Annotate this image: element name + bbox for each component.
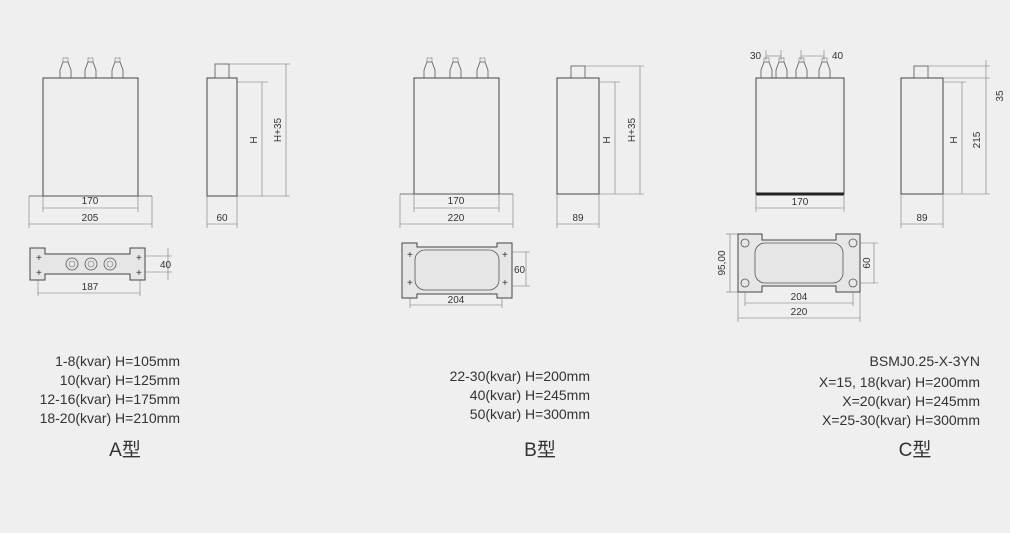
- type-b-width-inner: 170: [448, 196, 465, 207]
- terminal: [818, 57, 831, 78]
- type-a-width-inner: 170: [82, 196, 99, 207]
- type-a-dim-h: H: [249, 136, 260, 143]
- spec-line: 40(kvar) H=245mm: [470, 387, 590, 403]
- type-b-dim-h: H: [602, 136, 613, 143]
- terminal: [476, 57, 489, 78]
- svg-text:+: +: [502, 250, 508, 261]
- spec-line: 22-30(kvar) H=200mm: [450, 368, 590, 384]
- type-b-base-height: 60: [514, 265, 526, 276]
- type-c-base-depth: 95,00: [717, 250, 728, 275]
- type-c-model: BSMJ0.25-X-3YN: [870, 353, 980, 369]
- terminal: [84, 57, 97, 78]
- type-b-width-outer: 220: [448, 213, 465, 224]
- type-b-dim-h35: H+35: [627, 117, 638, 142]
- svg-text:+: +: [136, 253, 142, 264]
- type-c-base-inner: 204: [791, 292, 808, 303]
- terminal: [423, 57, 436, 78]
- spec-line: 50(kvar) H=300mm: [470, 406, 590, 422]
- type-a-side-width: 60: [216, 213, 228, 224]
- type-b-side-width: 89: [572, 213, 584, 224]
- spec-line: 12-16(kvar) H=175mm: [40, 391, 180, 407]
- type-a-base-height: 40: [160, 260, 172, 271]
- type-b-side-view: H H+35 89: [556, 65, 644, 228]
- type-c-dim-h: H: [949, 136, 960, 143]
- terminal: [795, 57, 808, 78]
- type-c-base-plate: 95,00 60 204 220: [717, 233, 878, 322]
- type-b-specs: 22-30(kvar) H=200mm 40(kvar) H=245mm 50(…: [450, 368, 590, 461]
- terminal: [760, 57, 773, 78]
- type-c-base-height: 60: [862, 257, 873, 269]
- svg-text:+: +: [36, 253, 42, 264]
- type-a-label: A型: [109, 439, 141, 461]
- spec-line: X=25-30(kvar) H=300mm: [822, 412, 980, 428]
- svg-text:+: +: [136, 268, 142, 279]
- svg-text:+: +: [407, 278, 413, 289]
- type-a-side-view: H H+35 60: [206, 63, 290, 228]
- type-c-front-width: 170: [792, 197, 809, 208]
- spec-line: 18-20(kvar) H=210mm: [40, 410, 180, 426]
- type-b-base-plate: + + + + 60 204: [401, 242, 530, 308]
- type-c-dim-35: 35: [995, 90, 1006, 102]
- svg-text:+: +: [407, 250, 413, 261]
- type-a-width-outer: 205: [82, 213, 99, 224]
- terminal: [775, 57, 788, 78]
- svg-text:+: +: [36, 268, 42, 279]
- svg-text:+: +: [502, 278, 508, 289]
- type-a-specs: 1-8(kvar) H=105mm 10(kvar) H=125mm 12-16…: [40, 353, 180, 461]
- spec-line: X=20(kvar) H=245mm: [842, 393, 980, 409]
- type-c-dim-215: 215: [972, 131, 983, 148]
- spec-line: 1-8(kvar) H=105mm: [55, 353, 180, 369]
- type-b-front-view: 170 220: [399, 57, 514, 228]
- type-a-base-plate: + + + + 40 187: [29, 247, 172, 296]
- type-c-side-width: 89: [916, 213, 928, 224]
- type-b-label: B型: [524, 439, 556, 461]
- type-c-side-view: H 215 35 89: [900, 60, 1006, 228]
- type-c-pitch-right: 40: [832, 51, 844, 62]
- type-a-base-length: 187: [82, 282, 99, 293]
- terminal: [59, 57, 72, 78]
- type-c-specs: BSMJ0.25-X-3YN X=15, 18(kvar) H=200mm X=…: [819, 353, 980, 461]
- spec-line: 10(kvar) H=125mm: [60, 372, 180, 388]
- type-c-label: C型: [899, 439, 932, 461]
- type-c-front-view: 30 40 170: [750, 50, 845, 212]
- type-a-dim-h35: H+35: [273, 117, 284, 142]
- spec-line: X=15, 18(kvar) H=200mm: [819, 374, 980, 390]
- type-c-base-outer: 220: [791, 307, 808, 318]
- type-b-base-length: 204: [448, 295, 465, 306]
- terminal: [111, 57, 124, 78]
- type-c-pitch-left: 30: [750, 51, 762, 62]
- type-a-front-view: 170 205: [28, 57, 153, 228]
- terminal: [449, 57, 462, 78]
